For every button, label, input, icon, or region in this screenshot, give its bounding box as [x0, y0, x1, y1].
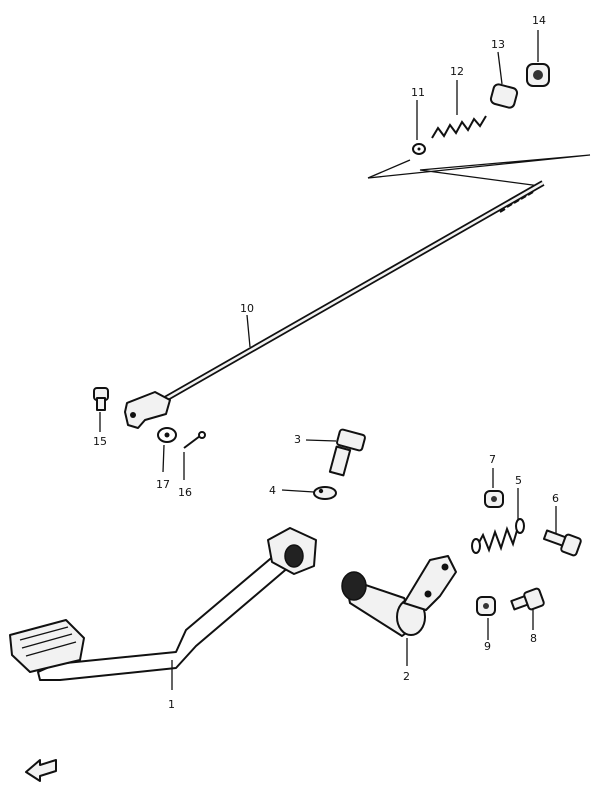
part-10-brake-rod: [124, 180, 545, 429]
part-8-bolt: [510, 587, 545, 630]
part-3-bolt: [305, 428, 366, 477]
callout-14: 14: [532, 14, 546, 27]
part-17-washer: [157, 427, 177, 473]
part-9-nut: [476, 596, 496, 640]
part-5-spring: [471, 488, 525, 554]
callout-7: 7: [489, 453, 496, 466]
callout-12: 12: [450, 65, 464, 78]
callout-2: 2: [403, 670, 410, 683]
callout-17: 17: [156, 478, 170, 491]
part-2-pivot-shaft: [341, 555, 457, 666]
callout-6: 6: [552, 492, 559, 505]
part-1-brake-pedal: [9, 527, 317, 690]
front-arrow-icon: [25, 759, 57, 782]
part-12-spring: [431, 80, 487, 139]
callout-1: 1: [168, 698, 175, 711]
callout-8: 8: [530, 632, 537, 645]
part-6-bolt: [542, 506, 582, 557]
callout-16: 16: [178, 486, 192, 499]
callout-5: 5: [515, 474, 522, 487]
part-4-washer: [281, 486, 337, 500]
part-14-nut: [526, 30, 550, 87]
part-7-nut: [484, 468, 504, 508]
part-15-pin: [93, 387, 109, 432]
callout-11: 11: [411, 86, 425, 99]
part-13-joint: [489, 51, 519, 109]
rod-end-guide-lines: [367, 154, 591, 187]
callout-4: 4: [269, 484, 276, 497]
part-16-cotter-pin: [183, 431, 206, 480]
part-11-washer: [412, 100, 426, 155]
callout-10: 10: [240, 302, 254, 315]
callout-15: 15: [93, 435, 107, 448]
callout-3: 3: [294, 433, 301, 446]
callout-9: 9: [484, 640, 491, 653]
callout-13: 13: [491, 38, 505, 51]
